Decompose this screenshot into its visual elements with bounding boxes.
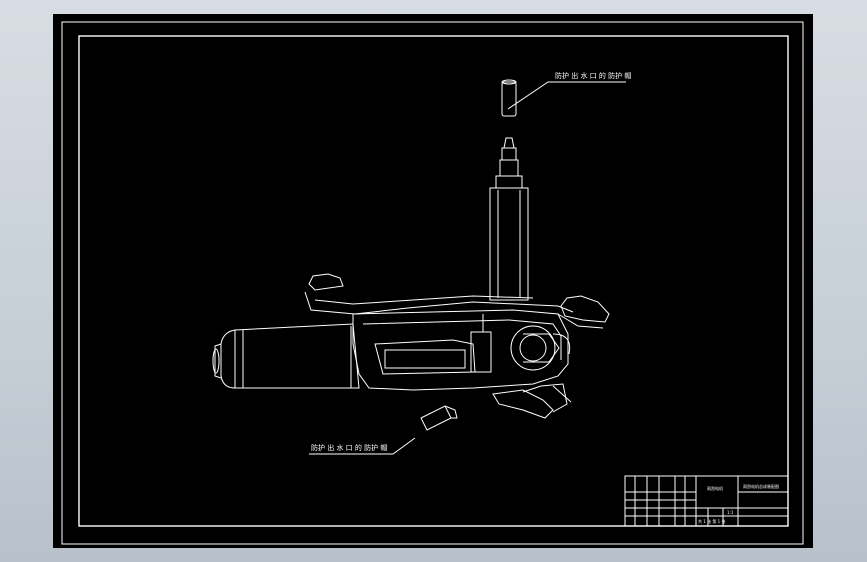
drawing-canvas: 防护 出 水 口 的 防护 帽 防护 出 水 口 的 防护 帽 雨刮电机 雨刮电… [61, 21, 804, 545]
title-block-sheet: 共 1 张 第 1 张 [698, 518, 725, 524]
callout-label-bottom: 防护 出 水 口 的 防护 帽 [311, 443, 387, 452]
callout-leaders [309, 81, 626, 455]
title-block-scale: 1:1 [727, 510, 734, 515]
cad-viewport[interactable]: 防护 出 水 口 的 防护 帽 防护 出 水 口 的 防护 帽 雨刮电机 雨刮电… [53, 14, 813, 548]
callout-label-top: 防护 出 水 口 的 防护 帽 [555, 71, 631, 80]
sheet-inner-border [78, 35, 789, 527]
title-block-drawing-name: 雨刮电机 [707, 485, 723, 491]
title-block-drawing-code: 雨刮电机总成装配图 [743, 483, 779, 489]
wiper-motor-assembly [212, 79, 610, 431]
title-block [624, 475, 789, 527]
sheet-outer-border [61, 21, 804, 545]
